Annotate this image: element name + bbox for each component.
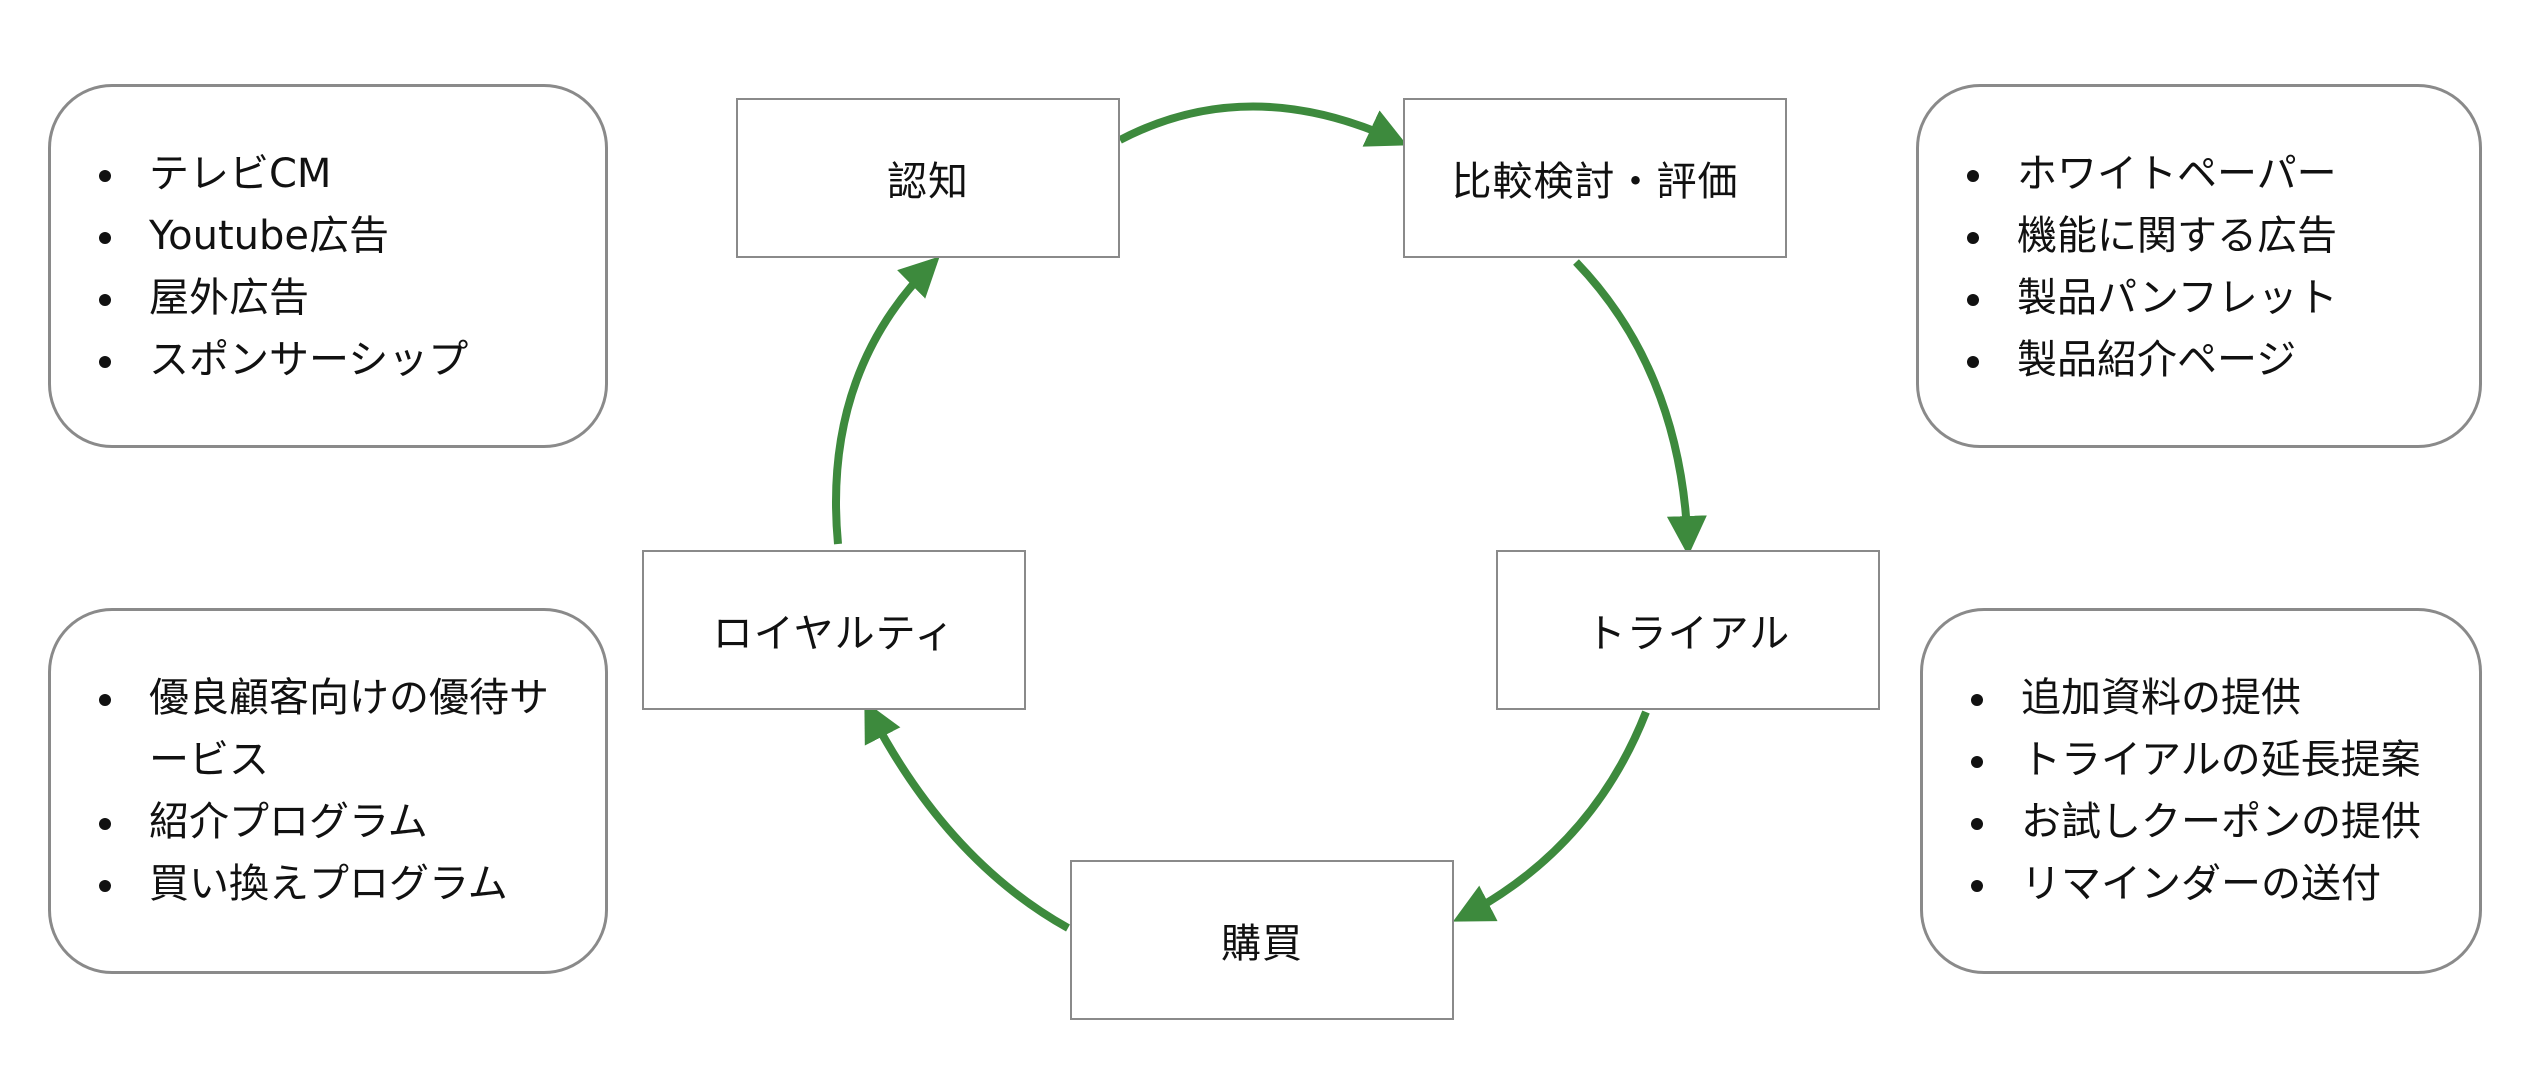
arrow-awareness-to-comparison — [1118, 102, 1408, 147]
list-item-text: 買い換えプログラム — [149, 861, 508, 907]
arrow-trial-to-purchase — [1452, 710, 1650, 922]
list-item: 優良顧客向けの優待サービス — [51, 667, 605, 791]
list-item: トライアルの延長提案 — [1923, 729, 2479, 791]
list-item: テレビCM — [51, 143, 605, 205]
bullet-icon — [1967, 170, 1979, 182]
list-item: 屋外広告 — [51, 267, 605, 329]
stage-loyalty-label: ロイヤルティ — [712, 611, 956, 657]
panel-loyalty-touchpoints: 優良顧客向けの優待サービス 紹介プログラム 買い換えプログラム — [48, 608, 608, 974]
trial-touchpoint-list: 追加資料の提供 トライアルの延長提案 お試しクーポンの提供 リマインダーの送付 — [1923, 667, 2479, 915]
awareness-touchpoint-list: テレビCM Youtube広告 屋外広告 スポンサーシップ — [51, 143, 605, 391]
list-item-text: 追加資料の提供 — [2021, 675, 2301, 721]
list-item-text: 屋外広告 — [149, 275, 309, 321]
bullet-icon — [1967, 294, 1979, 306]
bullet-icon — [1971, 880, 1983, 892]
stage-trial-label: トライアル — [1585, 611, 1791, 657]
bullet-icon — [99, 294, 111, 306]
arrow-loyalty-to-awareness — [832, 256, 940, 545]
stage-loyalty: ロイヤルティ — [642, 550, 1026, 710]
panel-trial-touchpoints: 追加資料の提供 トライアルの延長提案 お試しクーポンの提供 リマインダーの送付 — [1920, 608, 2482, 974]
bullet-icon — [1967, 232, 1979, 244]
loyalty-touchpoint-list: 優良顧客向けの優待サービス 紹介プログラム 買い換えプログラム — [51, 667, 605, 915]
bullet-icon — [99, 232, 111, 244]
list-item-text: 製品パンフレット — [2017, 275, 2338, 321]
list-item-text: リマインダーの送付 — [2021, 861, 2381, 907]
bullet-icon — [99, 694, 111, 706]
list-item: ホワイトペーパー — [1919, 143, 2479, 205]
stage-awareness-label: 認知 — [887, 159, 969, 205]
list-item: 製品パンフレット — [1919, 267, 2479, 329]
list-item-text: お試しクーポンの提供 — [2021, 799, 2421, 845]
list-item-text: トライアルの延長提案 — [2021, 737, 2421, 783]
panel-awareness-touchpoints: テレビCM Youtube広告 屋外広告 スポンサーシップ — [48, 84, 608, 448]
list-item: お試しクーポンの提供 — [1923, 791, 2479, 853]
bullet-icon — [1967, 356, 1979, 368]
arrow-purchase-to-loyalty — [864, 700, 1070, 932]
list-item-text: ホワイトペーパー — [2017, 151, 2337, 197]
list-item-text: スポンサーシップ — [149, 337, 469, 383]
list-item-text: 製品紹介ページ — [2017, 337, 2297, 383]
list-item-text: テレビCM — [149, 151, 332, 197]
comparison-touchpoint-list: ホワイトペーパー 機能に関する広告 製品パンフレット 製品紹介ページ — [1919, 143, 2479, 391]
list-item-text: 優良顧客向けの優待サービス — [149, 675, 549, 783]
stage-awareness: 認知 — [736, 98, 1120, 258]
stage-purchase: 購買 — [1070, 860, 1454, 1020]
list-item-text: 機能に関する広告 — [2017, 213, 2337, 259]
list-item: 追加資料の提供 — [1923, 667, 2479, 729]
bullet-icon — [99, 818, 111, 830]
list-item: 機能に関する広告 — [1919, 205, 2479, 267]
bullet-icon — [1971, 756, 1983, 768]
bullet-icon — [1971, 818, 1983, 830]
bullet-icon — [99, 880, 111, 892]
list-item: スポンサーシップ — [51, 329, 605, 391]
bullet-icon — [99, 170, 111, 182]
stage-trial: トライアル — [1496, 550, 1880, 710]
list-item: 紹介プログラム — [51, 791, 605, 853]
stage-comparison: 比較検討・評価 — [1403, 98, 1787, 258]
list-item: 製品紹介ページ — [1919, 329, 2479, 391]
list-item: Youtube広告 — [51, 205, 605, 267]
arrow-comparison-to-trial — [1573, 259, 1707, 556]
bullet-icon — [1971, 694, 1983, 706]
stage-purchase-label: 購買 — [1221, 921, 1303, 967]
list-item-text: 紹介プログラム — [149, 799, 428, 845]
panel-comparison-touchpoints: ホワイトペーパー 機能に関する広告 製品パンフレット 製品紹介ページ — [1916, 84, 2482, 448]
stage-comparison-label: 比較検討・評価 — [1451, 159, 1739, 205]
bullet-icon — [99, 356, 111, 368]
list-item: 買い換えプログラム — [51, 853, 605, 915]
list-item-text: Youtube広告 — [149, 213, 389, 259]
list-item: リマインダーの送付 — [1923, 853, 2479, 915]
